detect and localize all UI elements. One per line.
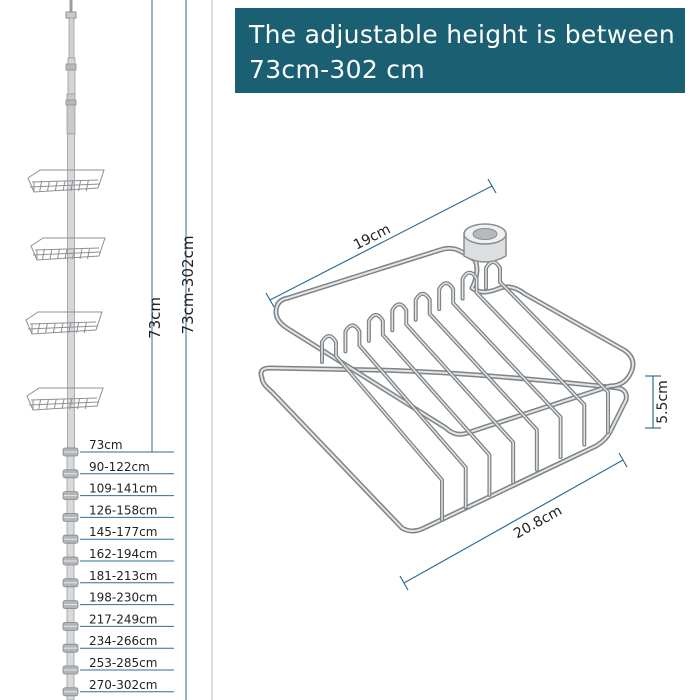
- height-step-label: 109-141cm: [89, 482, 157, 496]
- title-banner: The adjustable height is between 73cm-30…: [235, 8, 685, 93]
- height-step-label: 162-194cm: [89, 547, 157, 561]
- banner-line-1: The adjustable height is between: [249, 20, 675, 49]
- height-step-label: 145-177cm: [89, 525, 157, 539]
- height-step: 126-158cm: [80, 503, 174, 518]
- height-step-label: 198-230cm: [89, 591, 157, 605]
- height-step: 109-141cm: [80, 482, 174, 497]
- pole-collar: [463, 223, 507, 263]
- basket-width-label: 19cm: [351, 221, 393, 253]
- height-step-label: 217-249cm: [89, 612, 157, 626]
- height-step-label: 253-285cm: [89, 656, 157, 670]
- height-step: 90-122cm: [80, 460, 174, 475]
- wire-basket: [258, 223, 636, 534]
- height-steps-list: 73cm 90-122cm 109-141cm 126-158cm 145-177cm 1…: [80, 438, 174, 693]
- mini-basket: [30, 237, 106, 261]
- height-step: 217-249cm: [80, 612, 174, 627]
- height-step-label: 73cm: [89, 438, 123, 452]
- height-step: 270-302cm: [80, 678, 174, 693]
- tension-pole: [65, 0, 77, 450]
- height-brackets: [151, 0, 213, 700]
- pole-baskets: [25, 169, 106, 411]
- height-step: 234-266cm: [80, 634, 174, 649]
- height-step: 253-285cm: [80, 656, 174, 671]
- height-range-label: 73cm-302cm: [179, 236, 197, 335]
- height-step-label: 234-266cm: [89, 634, 157, 648]
- height-step-label: 181-213cm: [89, 569, 157, 583]
- min-height-label: 73cm: [146, 297, 164, 339]
- mini-basket: [26, 387, 104, 411]
- height-step: 73cm: [80, 438, 174, 453]
- mini-basket: [25, 311, 103, 335]
- height-step: 198-230cm: [80, 591, 174, 606]
- height-step: 162-194cm: [80, 547, 174, 562]
- basket-dimensions: [265, 178, 661, 591]
- height-step-label: 90-122cm: [89, 460, 150, 474]
- basket-height-label: 5.5cm: [655, 380, 671, 424]
- height-step-label: 126-158cm: [89, 503, 157, 517]
- basket-depth-label: 20.8cm: [511, 503, 565, 542]
- mini-basket: [27, 169, 105, 193]
- height-step: 145-177cm: [80, 525, 174, 540]
- pole-segments: [62, 447, 79, 700]
- height-step-label: 270-302cm: [89, 678, 157, 692]
- banner-line-2: 73cm-302 cm: [249, 55, 425, 84]
- height-step: 181-213cm: [80, 569, 174, 584]
